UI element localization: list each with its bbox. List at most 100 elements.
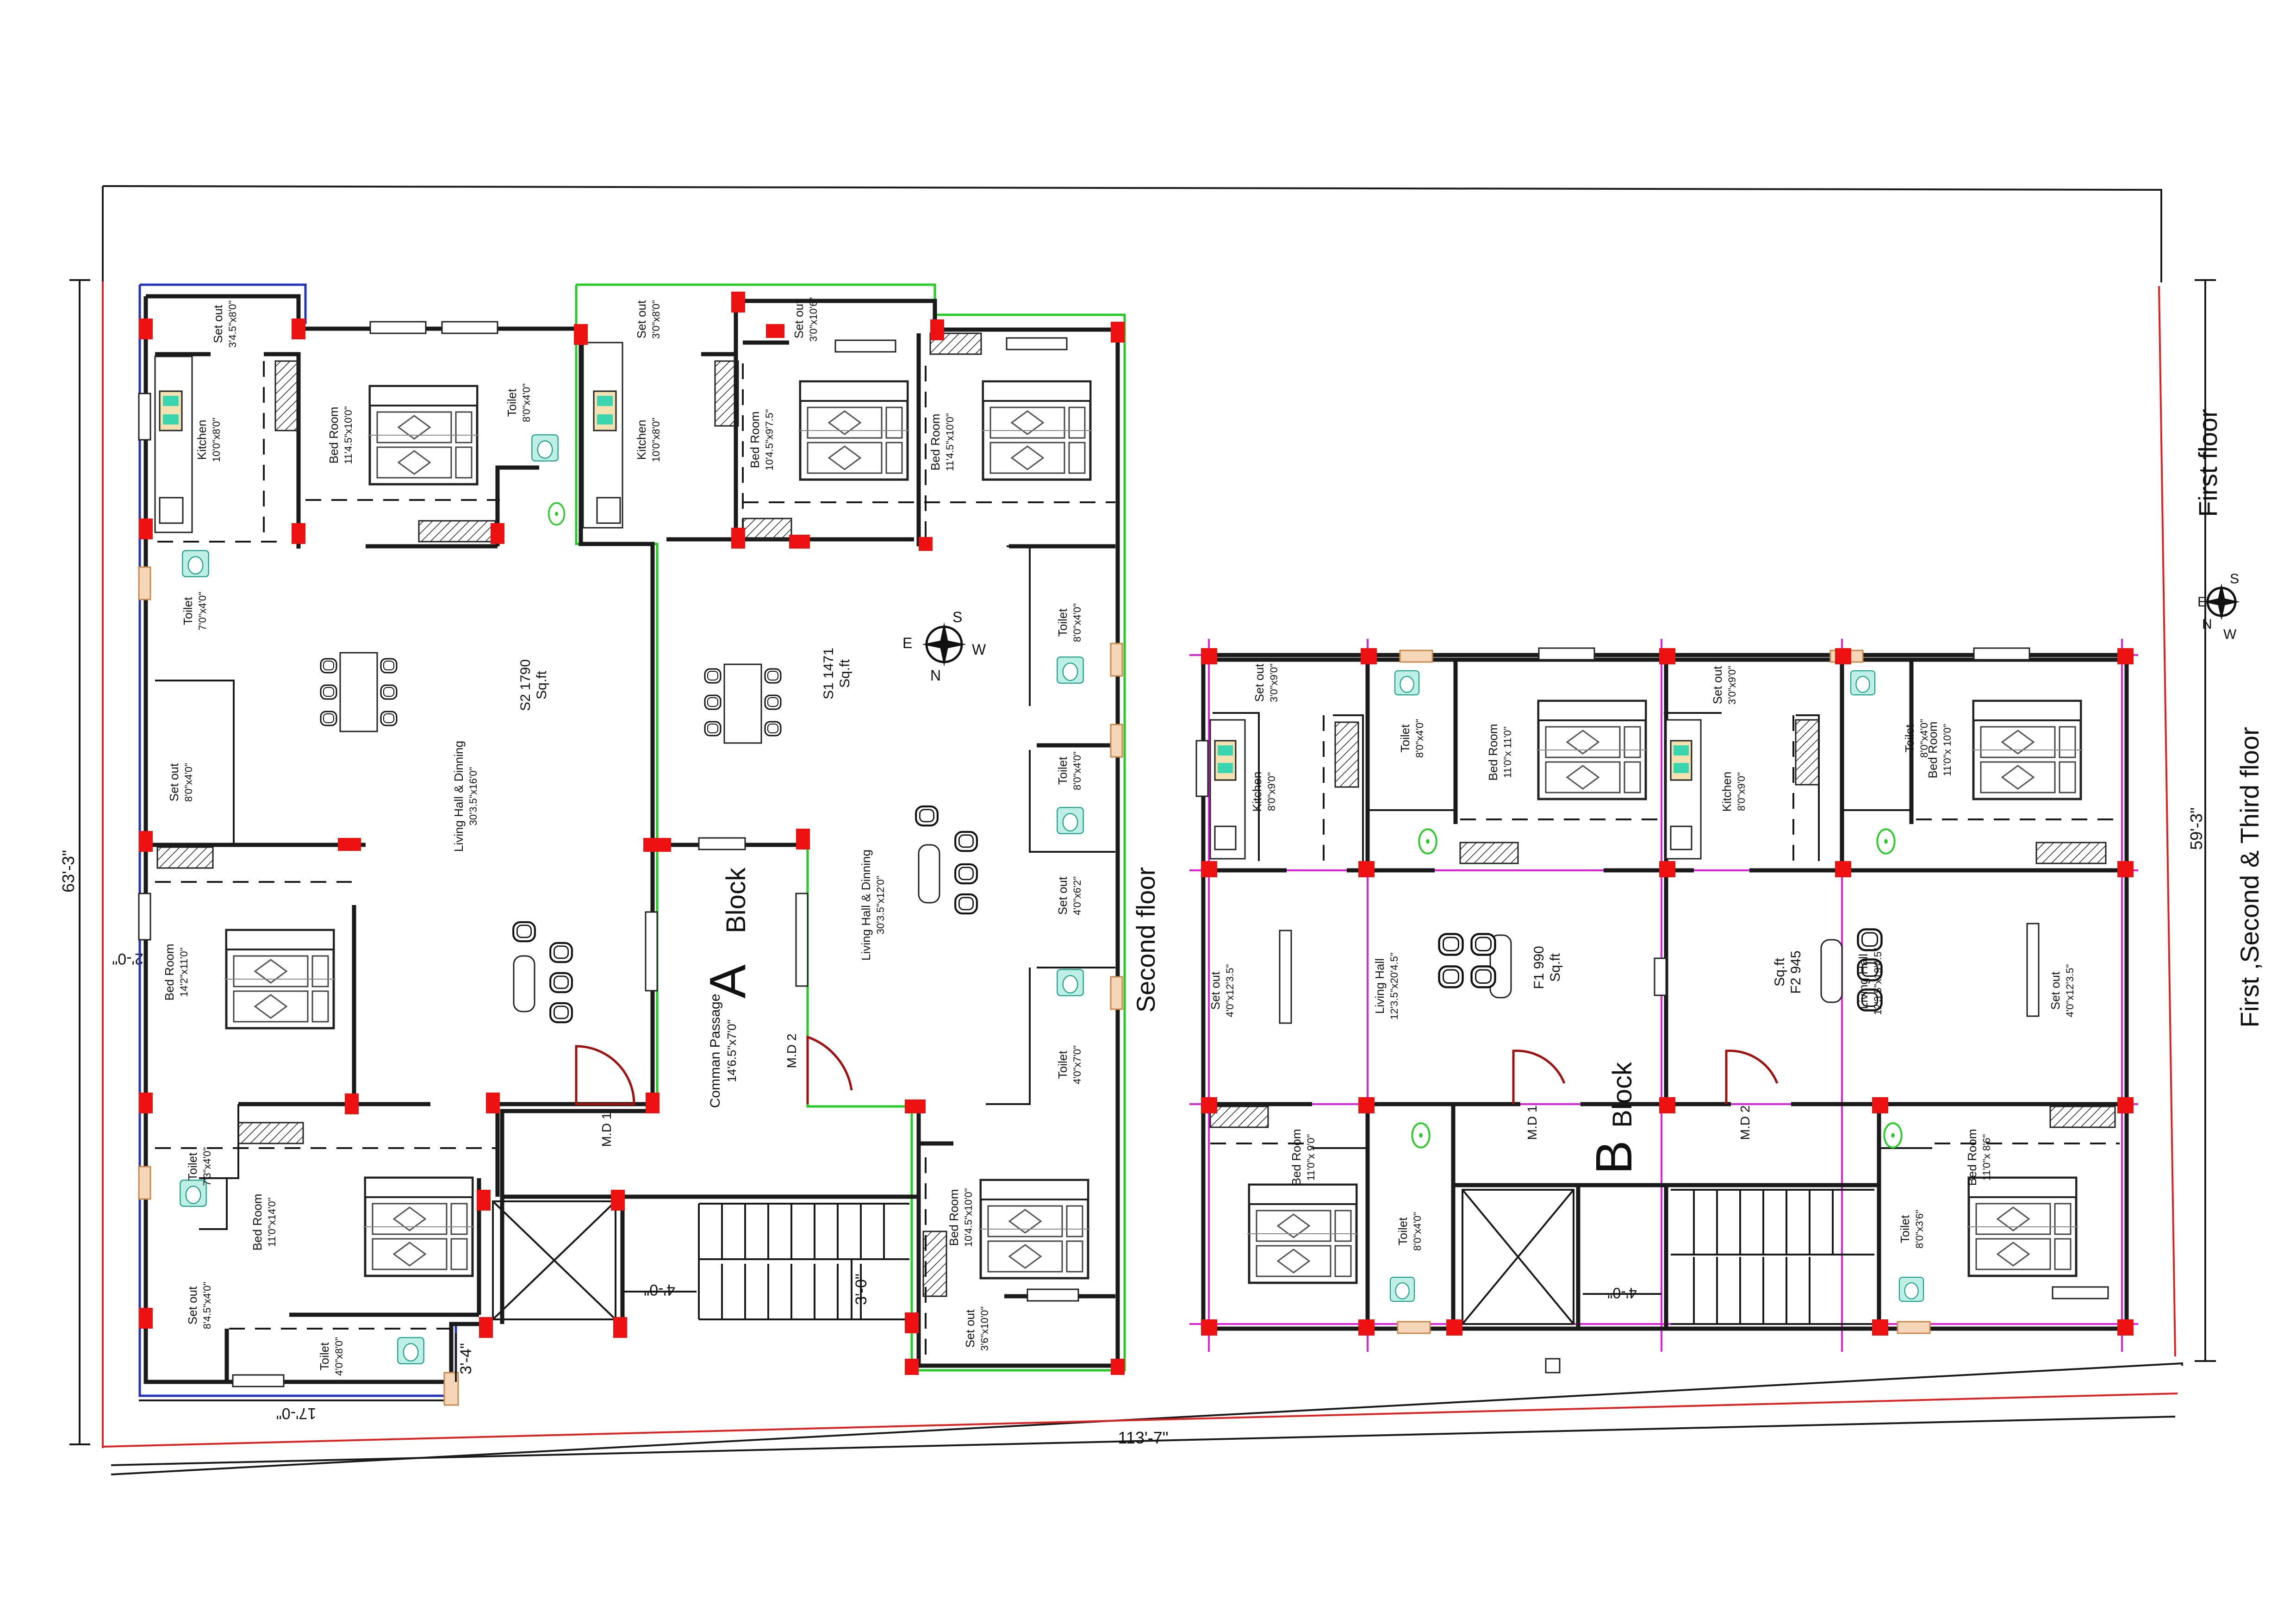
room-name: Bed Room — [1289, 1129, 1303, 1186]
a-block-word: Block — [721, 867, 751, 933]
room-size: 4'0"x6'2" — [1071, 876, 1083, 915]
room-name: Living Hall & Dinning — [452, 741, 466, 852]
a-floor-label: Second floor — [1131, 867, 1160, 1012]
room-name: Bed Room — [928, 414, 942, 471]
room-size: 11'4.5"x10'0" — [342, 406, 354, 464]
room-name: Toilet — [1898, 1215, 1912, 1243]
dim-a-left-width: 17'-0" — [276, 1405, 317, 1422]
dim-right-depth: 59'-3" — [2187, 807, 2206, 850]
b-block: 4'-0" B Block M.D 1 M.D 2 F1 990 Sq.ft S… — [1189, 409, 2264, 1374]
compass-a: S W E N — [902, 609, 986, 684]
compass-b: S W E N — [2197, 571, 2240, 642]
compass-b-e: E — [2197, 594, 2207, 610]
b-stair-landing: 4'-0" — [1607, 1285, 1637, 1301]
room-size: 11'4.5"x10'0" — [944, 413, 956, 471]
room-name: Set out — [211, 305, 225, 343]
room-name: Toilet — [186, 1152, 199, 1181]
room-name: Bed Room — [1926, 722, 1940, 779]
room-name: Toilet — [1396, 1217, 1410, 1245]
room-name: Bed Room — [162, 944, 176, 1001]
a-stair-offset: 3'-4" — [457, 1343, 475, 1374]
room-name: Bed Room — [947, 1189, 961, 1246]
room-size: 11'0"x 10'0" — [1941, 724, 1953, 776]
a-md1: M.D 1 — [599, 1112, 614, 1147]
a-s1-area-code: S1 1471 — [821, 648, 836, 700]
room-size: 12'3.5"x20'4.5" — [1388, 952, 1400, 1019]
dim-overall-width: 113'-7" — [1118, 1428, 1168, 1447]
room-name: Bed Room — [327, 407, 341, 464]
room-size: 8'0"x4'0" — [183, 763, 194, 802]
a-passage-name: Comman Passage — [708, 994, 723, 1108]
room-name: Set out — [792, 300, 806, 338]
room-size: 12'3.5"x19'4.5" — [1872, 948, 1884, 1015]
room-size: 8'0"x9'0" — [1266, 772, 1277, 811]
room-name: Set out — [2048, 971, 2062, 1010]
dimension-lines: 63'-3" 59'-3" 113'-7" 2'-0" 17'-0" — [59, 279, 2216, 1466]
room-size: 8'0"x3'6" — [1914, 1210, 1925, 1249]
room-name: Living Hall — [1856, 954, 1870, 1009]
room-size: 11'0"x14'0" — [266, 1198, 278, 1247]
compass-a-s: S — [952, 609, 962, 625]
room-size: 11'0"x 9'0" — [1305, 1134, 1317, 1181]
room-name: Living Hall & Dinning — [859, 849, 873, 961]
a-s1-area-unit: Sq.ft — [837, 659, 852, 687]
room-size: 8'0"x4'0" — [1918, 719, 1930, 758]
room-name: Set out — [1056, 876, 1070, 915]
room-name: Kitchen — [195, 420, 209, 460]
room-size: 11'0"x 8'6" — [1981, 1134, 1992, 1181]
room-size: 3'0"x9'0" — [1268, 663, 1280, 702]
room-name: Kitchen — [635, 420, 648, 460]
b-floor-first: First floor — [2193, 409, 2222, 517]
compass-a-e: E — [902, 635, 912, 651]
compass-a-w: W — [972, 641, 986, 658]
room-name: Kitchen — [1250, 772, 1264, 812]
room-size: 4'0"x8'0" — [333, 1337, 345, 1376]
a-s2-area-code: S2 1790 — [518, 659, 533, 711]
room-size: 10'4.5"x10'0" — [963, 1188, 974, 1247]
a-block: 4'-0" 3'-0" 3'-4" A Block C — [138, 283, 1160, 1406]
room-name: Bed Room — [250, 1194, 264, 1251]
room-name: Kitchen — [1720, 772, 1734, 812]
room-size: 10'4.5"x9'7.5" — [764, 409, 775, 471]
room-size: 8'0"x4'0" — [1412, 1212, 1423, 1251]
plot-boundary — [102, 185, 2183, 1475]
a-stair-landing: 4'-0" — [644, 1281, 675, 1299]
room-name: Living Hall — [1373, 958, 1387, 1014]
room-name: Set out — [1711, 666, 1724, 704]
room-name: Toilet — [505, 388, 519, 417]
compass-a-n: N — [930, 667, 941, 684]
room-size: 30'3.5"x12'0" — [875, 876, 886, 935]
b-f2-area-unit: Sq.ft — [1772, 957, 1787, 986]
dim-left-depth: 63'-3" — [59, 850, 78, 893]
room-size: 8'0"x4'0" — [1071, 751, 1083, 790]
room-size: 8'0"x9'0" — [1736, 772, 1747, 811]
room-size: 3'6"x10'0" — [979, 1306, 990, 1351]
room-name: Toilet — [1056, 1050, 1070, 1079]
room-name: Toilet — [1903, 724, 1916, 752]
